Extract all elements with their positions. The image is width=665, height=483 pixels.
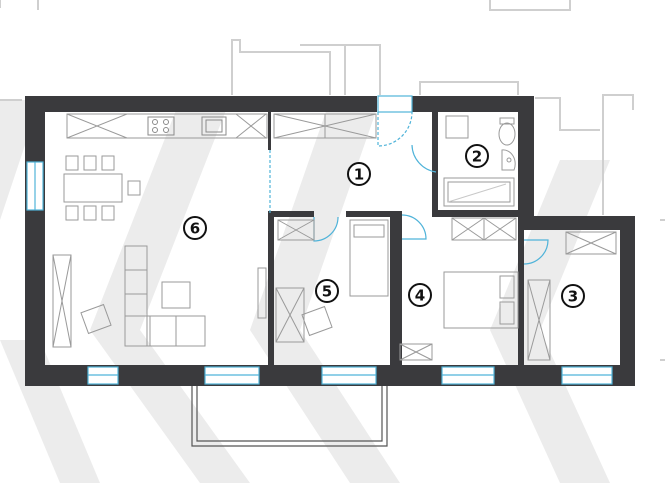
room4-furniture bbox=[399, 217, 519, 361]
room5-furniture bbox=[275, 219, 389, 343]
room-number-4-label: 4 bbox=[415, 287, 425, 305]
room-number-5-label: 5 bbox=[322, 283, 332, 301]
room3-furniture bbox=[527, 231, 617, 361]
room-number-markers: 1 2 3 4 5 6 bbox=[183, 144, 585, 308]
room-number-2: 2 bbox=[465, 144, 489, 168]
neighbour-outline bbox=[0, 0, 665, 361]
dining-table bbox=[63, 155, 141, 221]
balcony bbox=[191, 383, 388, 447]
room-number-4: 4 bbox=[408, 283, 432, 307]
room-number-2-label: 2 bbox=[472, 148, 482, 166]
living-furniture bbox=[52, 245, 267, 348]
corridor-wardrobe bbox=[273, 113, 377, 139]
room-number-3-label: 3 bbox=[568, 288, 578, 306]
bathroom-fixtures bbox=[443, 115, 516, 207]
room-number-1: 1 bbox=[347, 162, 371, 186]
room-number-5: 5 bbox=[315, 279, 339, 303]
room-number-3: 3 bbox=[561, 284, 585, 308]
kitchen-counter bbox=[66, 113, 268, 139]
windows bbox=[26, 161, 613, 385]
room-number-6-label: 6 bbox=[190, 220, 200, 238]
room-number-1-label: 1 bbox=[354, 166, 364, 184]
entrance-door bbox=[269, 95, 413, 214]
room-number-6: 6 bbox=[183, 216, 207, 240]
door-swings bbox=[313, 144, 549, 265]
